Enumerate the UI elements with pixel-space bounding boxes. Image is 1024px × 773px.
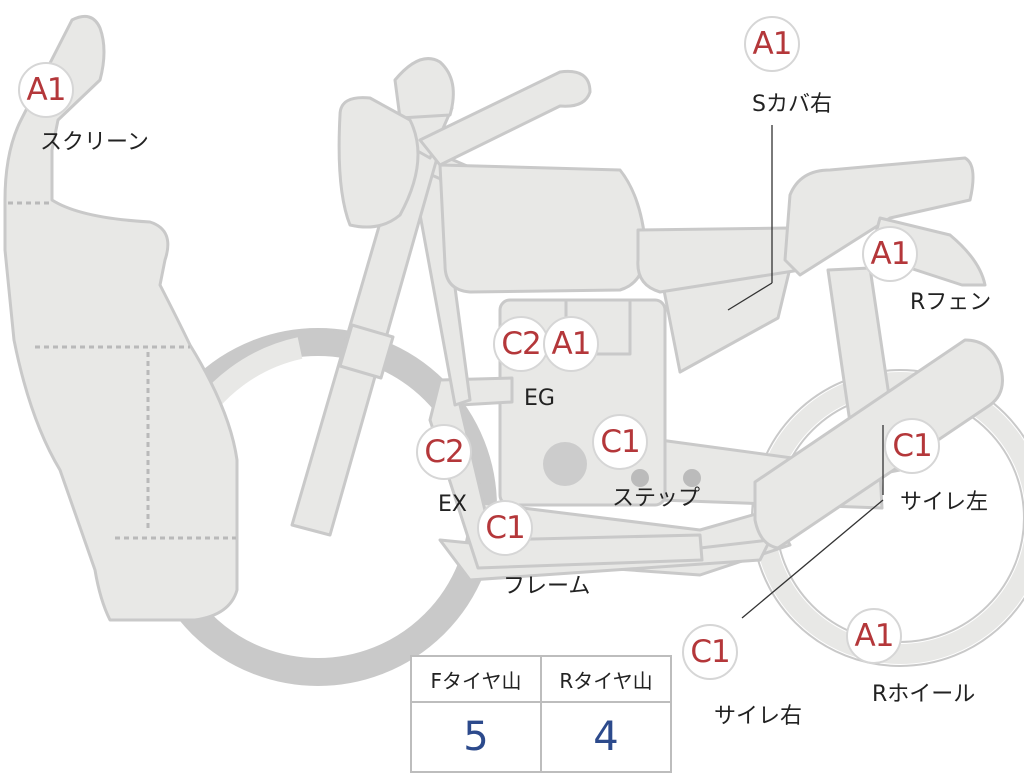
front-tire-value: 5 [410, 701, 542, 773]
part-label-step: ステップ [612, 486, 701, 511]
part-label-exhaust: EX [438, 492, 467, 517]
grade-badge: C1 [477, 500, 533, 556]
part-label-rear-wheel: Rホイール [872, 682, 976, 707]
grade-badge: A1 [543, 316, 599, 372]
grade-badge: C2 [493, 316, 549, 372]
grade-badge: C2 [416, 424, 472, 480]
seat [636, 226, 802, 294]
grade-badge: A1 [744, 16, 800, 72]
fuel-tank [438, 163, 647, 294]
part-label-engine: EG [524, 386, 555, 411]
windscreen [3, 14, 239, 622]
grade-badge: C1 [592, 414, 648, 470]
grade-badge: A1 [846, 608, 902, 664]
tire-tread-table: Fタイヤ山 Rタイヤ山 5 4 [410, 655, 672, 773]
part-label-side-cover-right: Sカバ右 [752, 92, 832, 117]
part-label-frame: フレーム [503, 574, 591, 599]
grade-badge: C1 [682, 624, 738, 680]
part-label-rear-fender: Rフェン [910, 290, 992, 315]
part-label-silencer-right: サイレ右 [714, 704, 803, 729]
grade-badge: A1 [862, 226, 918, 282]
grade-badge: A1 [18, 62, 74, 118]
part-label-silencer-left: サイレ左 [900, 490, 989, 515]
front-tire-header: Fタイヤ山 [410, 655, 542, 703]
grade-badge: C1 [884, 418, 940, 474]
part-label-screen: スクリーン [40, 130, 149, 155]
rear-tire-header: Rタイヤ山 [540, 655, 672, 703]
headlight [337, 96, 420, 229]
rear-tire-value: 4 [540, 701, 672, 773]
muffler [753, 338, 1004, 550]
